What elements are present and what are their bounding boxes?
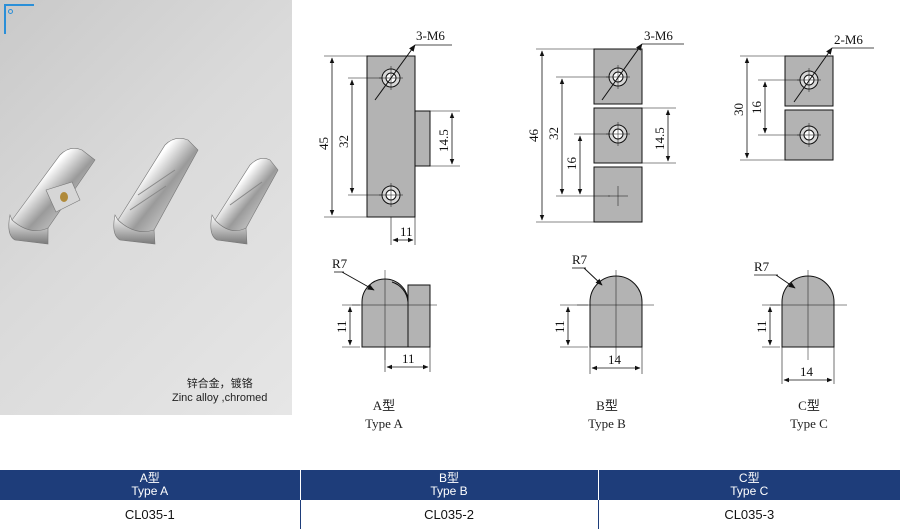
b-side-height: 11 bbox=[552, 320, 567, 333]
product-photo-panel: 锌合金，镀铬 Zinc alloy ,chromed bbox=[0, 0, 292, 415]
drawing-type-b: 3-M6 46 32 16 14.5 bbox=[526, 28, 684, 374]
b-height-total: 46 bbox=[526, 129, 541, 143]
material-caption: 锌合金，镀铬 Zinc alloy ,chromed bbox=[172, 377, 267, 405]
a-height-total: 45 bbox=[316, 137, 331, 150]
type-b-label: B型 Type B bbox=[567, 397, 647, 433]
hinge-c-photo bbox=[210, 158, 279, 245]
a-width: 11 bbox=[400, 224, 413, 239]
caption-cn: 锌合金，镀铬 bbox=[186, 378, 253, 390]
model-code-cell: CL035-2 bbox=[300, 500, 599, 529]
c-side-height: 11 bbox=[754, 320, 769, 333]
c-holes-label: 2-M6 bbox=[834, 32, 863, 47]
drawing-type-c: 2-M6 30 16 R7 11 bbox=[731, 32, 874, 384]
corner-dot-icon bbox=[8, 9, 13, 14]
type-a-label-cn: A型 bbox=[372, 398, 396, 413]
type-c-label: C型 Type C bbox=[769, 397, 849, 433]
hinge-photo-illustration bbox=[8, 138, 279, 245]
b-radius: R7 bbox=[572, 252, 588, 267]
c-hole-pitch: 16 bbox=[749, 101, 764, 115]
type-a-label-en: Type A bbox=[365, 416, 403, 431]
b-tab-height: 14.5 bbox=[652, 127, 667, 150]
technical-drawings: 3-M6 45 32 14.5 11 bbox=[292, 0, 900, 470]
c-side-width: 14 bbox=[800, 364, 814, 379]
a-holes-label: 3-M6 bbox=[416, 28, 445, 43]
drawing-type-a: 3-M6 45 32 14.5 11 bbox=[316, 28, 460, 372]
hinge-b-photo bbox=[113, 138, 199, 245]
b-hole-pitch: 32 bbox=[546, 127, 561, 140]
type-b-label-en: Type B bbox=[588, 416, 626, 431]
type-b-label-cn: B型 bbox=[596, 398, 618, 413]
b-half-pitch: 16 bbox=[564, 157, 579, 171]
a-radius: R7 bbox=[332, 256, 348, 271]
hinge-a-photo bbox=[8, 148, 96, 245]
c-height-total: 30 bbox=[731, 103, 746, 116]
b-holes-label: 3-M6 bbox=[644, 28, 673, 43]
a-hole-pitch: 32 bbox=[336, 135, 351, 148]
corner-bracket-icon bbox=[4, 4, 34, 34]
c-radius: R7 bbox=[754, 259, 770, 274]
b-side-width: 14 bbox=[608, 352, 622, 367]
drawings-svg: 3-M6 45 32 14.5 11 bbox=[316, 28, 874, 384]
type-c-label-cn: C型 bbox=[798, 398, 820, 413]
type-a-label: A型 Type A bbox=[344, 397, 424, 433]
a-side-height: 11 bbox=[334, 320, 349, 333]
type-c-label-en: Type C bbox=[790, 416, 828, 431]
table-row: CL035-1 CL035-2 CL035-3 bbox=[0, 500, 900, 529]
caption-en: Zinc alloy ,chromed bbox=[172, 392, 268, 404]
model-code-cell: CL035-3 bbox=[598, 500, 900, 529]
model-code-cell: CL035-1 bbox=[0, 500, 301, 529]
a-side-width: 11 bbox=[402, 351, 415, 366]
a-tab-height: 14.5 bbox=[436, 129, 451, 152]
